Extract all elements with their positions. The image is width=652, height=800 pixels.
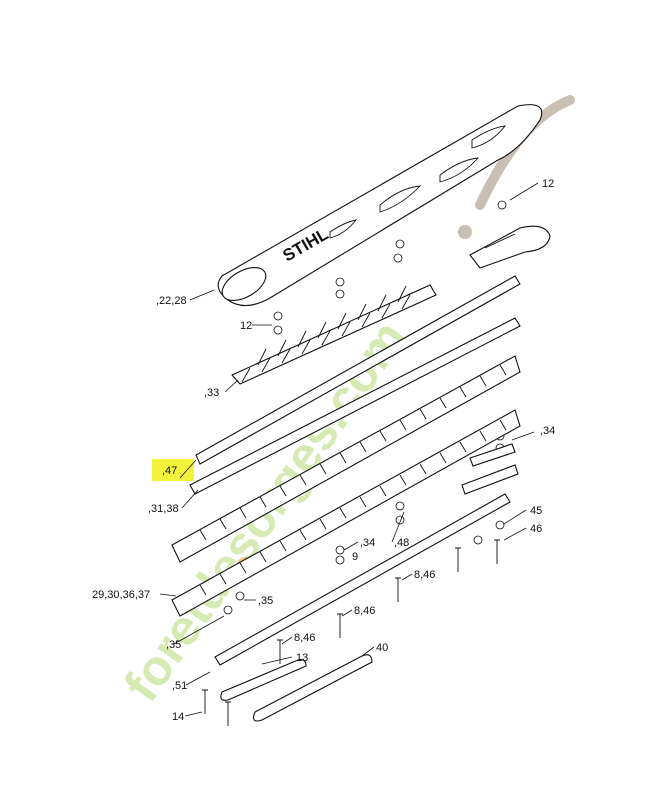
callout-31-38: ,31,38 [148, 503, 179, 515]
callout-46: 46 [530, 523, 542, 535]
cutter-blade-lower [171, 409, 521, 617]
leader-lines [159, 182, 539, 717]
cutter-blade-upper [171, 355, 521, 563]
screw-12-top [497, 200, 507, 210]
flat-bar-2 [189, 317, 521, 495]
callout-48: ,48 [394, 537, 409, 549]
callout-8-46-b: 8,46 [354, 605, 375, 617]
callout-47: ,47 [162, 465, 177, 477]
callout-33: ,33 [204, 387, 219, 399]
callout-34-mid: ,34 [360, 537, 375, 549]
callout-14: 14 [172, 711, 184, 723]
slide-plate-40 [253, 654, 373, 722]
guard-clip [469, 225, 551, 269]
callout-9: 9 [352, 551, 358, 563]
callout-8-46-a: 8,46 [414, 569, 435, 581]
callout-45: 45 [530, 505, 542, 517]
callout-29-37: 29,30,36,37 [92, 589, 150, 601]
watermark-dot [458, 225, 472, 239]
callout-12-top: 12 [542, 178, 554, 190]
callout-8-46-c: 8,46 [294, 632, 315, 644]
flat-bar-1 [195, 275, 521, 465]
blade-guard-tube: STIHL [217, 104, 543, 307]
spacer-plates [461, 443, 519, 495]
callout-47-highlight [152, 459, 194, 481]
callout-35-b: ,35 [166, 639, 181, 651]
lower-flat-bar [214, 493, 511, 666]
callout-40: 40 [376, 642, 388, 654]
callout-labels: 12 ,22,28 12 ,33 ,47 ,31,38 ,34 45 46 ,3… [92, 178, 555, 723]
callout-13: 13 [296, 652, 308, 664]
callout-35-a: ,35 [258, 595, 273, 607]
callout-51: ,51 [172, 680, 187, 692]
callout-34-right: ,34 [540, 425, 555, 437]
callout-22-28: ,22,28 [156, 295, 187, 307]
watermark: foretdesorges.com [113, 95, 575, 711]
callout-12-mid: 12 [240, 320, 252, 332]
slide-plate-13 [220, 659, 307, 701]
